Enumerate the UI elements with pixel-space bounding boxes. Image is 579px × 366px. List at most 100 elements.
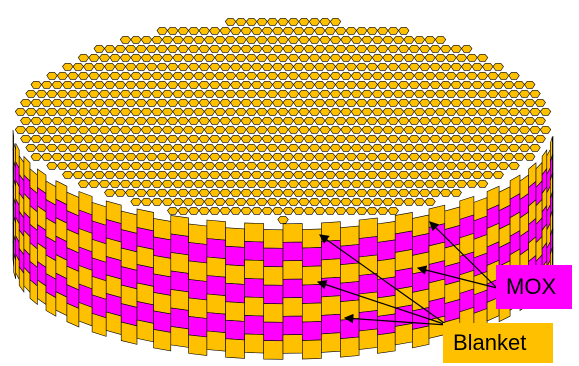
top-assembly-hex bbox=[210, 135, 221, 142]
top-assembly-hex bbox=[477, 90, 488, 97]
top-assembly-hex bbox=[467, 72, 478, 79]
top-assembly-hex bbox=[204, 126, 215, 133]
blanket-side-cell bbox=[207, 294, 226, 314]
top-assembly-hex bbox=[404, 72, 415, 79]
top-assembly-hex bbox=[351, 90, 362, 97]
top-assembly-hex bbox=[141, 72, 152, 79]
top-assembly-hex bbox=[530, 144, 541, 151]
top-assembly-hex bbox=[78, 144, 89, 151]
top-assembly-hex bbox=[42, 153, 53, 160]
top-assembly-hex bbox=[189, 99, 200, 106]
top-assembly-hex bbox=[262, 81, 273, 88]
top-assembly-hex bbox=[509, 144, 520, 151]
top-assembly-hex bbox=[420, 189, 431, 196]
top-assembly-hex bbox=[362, 198, 373, 205]
top-assembly-hex bbox=[273, 81, 284, 88]
top-assembly-hex bbox=[357, 117, 368, 124]
top-assembly-hex bbox=[252, 63, 263, 70]
top-assembly-hex bbox=[236, 144, 247, 151]
top-assembly-hex bbox=[168, 27, 179, 34]
top-assembly-hex bbox=[273, 171, 284, 178]
top-assembly-hex bbox=[246, 126, 256, 133]
top-assembly-hex bbox=[493, 63, 504, 70]
top-assembly-hex bbox=[493, 117, 504, 124]
mox-side-cell bbox=[283, 242, 302, 261]
top-assembly-hex bbox=[367, 63, 378, 70]
top-assembly-hex bbox=[131, 72, 142, 79]
top-assembly-hex bbox=[435, 180, 446, 187]
top-assembly-hex bbox=[225, 126, 236, 133]
top-assembly-hex bbox=[210, 63, 221, 70]
top-assembly-hex bbox=[346, 171, 357, 178]
top-assembly-hex bbox=[236, 36, 247, 43]
top-assembly-hex bbox=[63, 135, 74, 142]
top-assembly-hex bbox=[257, 126, 268, 133]
blanket-side-cell bbox=[189, 261, 207, 282]
top-assembly-hex bbox=[73, 135, 84, 142]
top-assembly-hex bbox=[362, 144, 373, 151]
top-assembly-hex bbox=[378, 207, 389, 214]
top-assembly-hex bbox=[378, 63, 389, 70]
top-assembly-hex bbox=[178, 99, 189, 106]
top-assembly-hex bbox=[357, 27, 368, 34]
top-assembly-hex bbox=[477, 72, 488, 79]
top-assembly-hex bbox=[173, 126, 184, 133]
top-assembly-hex bbox=[283, 171, 294, 178]
top-assembly-hex bbox=[477, 126, 488, 133]
top-assembly-hex bbox=[141, 54, 152, 61]
top-assembly-hex bbox=[183, 72, 194, 79]
top-assembly-hex bbox=[225, 18, 236, 25]
top-assembly-hex bbox=[278, 18, 289, 25]
top-assembly-hex bbox=[393, 144, 404, 151]
top-assembly-hex bbox=[425, 108, 436, 115]
top-assembly-hex bbox=[404, 90, 415, 97]
mox-side-cell bbox=[283, 279, 302, 298]
top-assembly-hex bbox=[299, 180, 310, 187]
top-assembly-hex bbox=[252, 171, 263, 178]
top-assembly-hex bbox=[21, 117, 32, 124]
top-assembly-hex bbox=[315, 81, 326, 88]
top-assembly-hex bbox=[336, 117, 347, 124]
top-assembly-hex bbox=[99, 108, 110, 115]
top-assembly-hex bbox=[31, 135, 42, 142]
mox-side-cell bbox=[245, 278, 264, 297]
top-assembly-hex bbox=[21, 99, 32, 106]
top-assembly-hex bbox=[383, 180, 394, 187]
top-assembly-hex bbox=[210, 45, 221, 52]
top-assembly-hex bbox=[120, 126, 131, 133]
top-assembly-hex bbox=[346, 99, 357, 106]
top-assembly-hex bbox=[325, 63, 336, 70]
top-assembly-hex bbox=[367, 153, 378, 160]
top-assembly-hex bbox=[414, 198, 425, 205]
top-assembly-hex bbox=[63, 63, 74, 70]
top-assembly-hex bbox=[315, 117, 326, 124]
top-assembly-hex bbox=[315, 171, 326, 178]
top-assembly-hex bbox=[199, 135, 210, 142]
top-assembly-hex bbox=[299, 126, 310, 133]
top-assembly-hex bbox=[498, 144, 509, 151]
mox-side-cell bbox=[340, 319, 359, 339]
top-assembly-hex bbox=[519, 126, 530, 133]
top-assembly-hex bbox=[136, 45, 147, 52]
mox-side-cell bbox=[226, 246, 245, 266]
top-assembly-hex bbox=[414, 126, 425, 133]
top-assembly-hex bbox=[168, 171, 179, 178]
top-assembly-hex bbox=[152, 198, 163, 205]
top-assembly-hex bbox=[467, 144, 478, 151]
top-assembly-hex bbox=[126, 81, 137, 88]
top-assembly-hex bbox=[225, 162, 236, 169]
top-assembly-hex bbox=[341, 198, 352, 205]
top-assembly-hex bbox=[430, 45, 441, 52]
top-assembly-hex bbox=[63, 81, 74, 88]
top-assembly-hex bbox=[126, 135, 137, 142]
top-assembly-hex bbox=[225, 54, 236, 61]
top-assembly-hex bbox=[136, 99, 147, 106]
top-assembly-hex bbox=[173, 108, 184, 115]
top-assembly-hex bbox=[257, 18, 268, 25]
blanket-side-cell bbox=[412, 326, 429, 348]
top-assembly-hex bbox=[509, 126, 520, 133]
top-assembly-hex bbox=[136, 171, 147, 178]
top-assembly-hex bbox=[141, 36, 152, 43]
top-assembly-hex bbox=[110, 108, 121, 115]
top-assembly-hex bbox=[357, 171, 368, 178]
